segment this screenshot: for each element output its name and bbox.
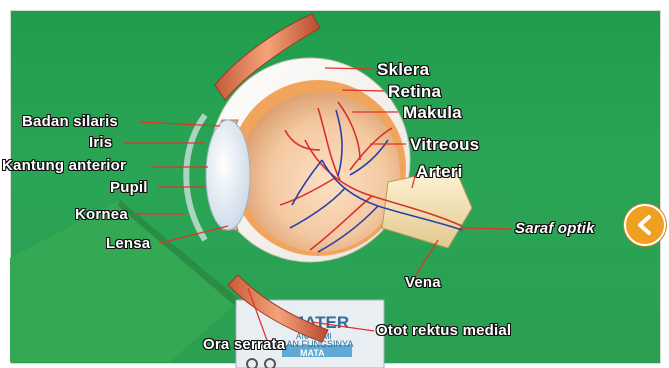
label-vitreous: Vitreous xyxy=(410,135,479,155)
label-makula: Makula xyxy=(403,103,462,123)
chevron-left-icon xyxy=(635,214,655,236)
label-lensa: Lensa xyxy=(106,235,150,252)
label-kantung-anterior: Kantung anterior xyxy=(2,157,126,174)
label-ora-serrata: Ora serrata xyxy=(203,336,285,353)
label-sklera: Sklera xyxy=(377,60,429,80)
label-kornea: Kornea xyxy=(75,206,128,223)
label-badan-silaris: Badan silaris xyxy=(22,113,118,130)
book-title-4: MATA xyxy=(300,348,325,358)
back-button[interactable] xyxy=(624,204,666,246)
lens-shape xyxy=(206,120,250,230)
cornea-shape xyxy=(186,115,205,240)
label-saraf-optik: Saraf optik xyxy=(515,220,595,237)
label-arteri: Arteri xyxy=(416,162,463,182)
label-iris: Iris xyxy=(89,134,112,151)
label-retina: Retina xyxy=(388,82,441,102)
label-pupil: Pupil xyxy=(110,179,148,196)
label-vena: Vena xyxy=(405,274,441,291)
label-otot-rektus-medial: Otot rektus medial xyxy=(376,322,511,339)
